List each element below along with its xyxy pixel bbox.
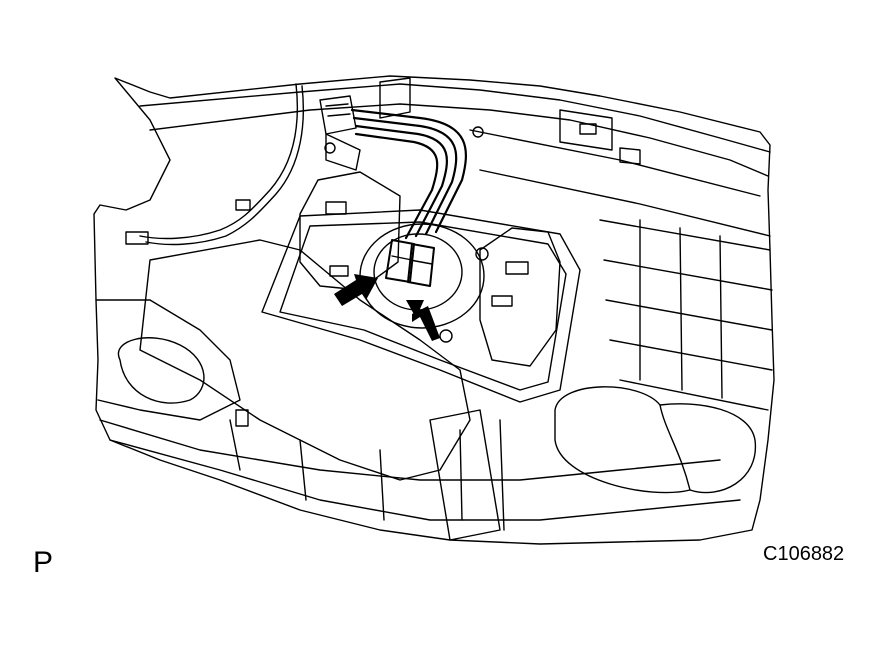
vent-rail — [469, 129, 761, 197]
dashboard-outline — [93, 75, 775, 545]
bracket-slot — [505, 261, 529, 275]
left-side-panel — [95, 299, 241, 421]
switch-connector — [407, 243, 435, 287]
harness-connector-top — [319, 95, 357, 135]
right-bracket — [479, 227, 561, 367]
bolt — [475, 247, 489, 261]
lower-ribs — [229, 419, 505, 531]
left-lower-bulge — [117, 337, 205, 404]
bolt — [472, 126, 484, 138]
upper-bracket — [379, 77, 411, 119]
right-vent-grid — [599, 219, 773, 411]
upper-dash-line — [139, 83, 771, 153]
console-body — [139, 239, 471, 481]
arrow-icon — [334, 274, 378, 306]
bracket-slot — [491, 295, 513, 307]
harness-bracket — [325, 133, 361, 171]
lower-trim — [99, 419, 721, 481]
lower-center-bracket — [429, 409, 501, 541]
wire-harness — [350, 108, 468, 240]
switch-plate — [261, 209, 581, 403]
lower-trim — [109, 439, 741, 521]
part-label: P — [33, 546, 54, 579]
top-clip — [619, 147, 641, 165]
bracket-slot — [329, 265, 349, 277]
right-lower-bulge — [554, 386, 756, 494]
reference-code: C106882 — [763, 543, 845, 565]
left-wiring — [125, 83, 305, 246]
right-lower-bulge — [659, 404, 691, 491]
clip-slot — [235, 409, 249, 427]
vent-rail — [479, 169, 771, 237]
left-bracket — [299, 171, 401, 291]
bolt — [439, 329, 453, 343]
upper-bracket — [559, 109, 613, 151]
bolt — [324, 142, 336, 154]
clip-slot — [579, 123, 597, 135]
arrow-icon — [406, 300, 440, 341]
upper-dash-line — [149, 103, 769, 177]
bracket-slot — [325, 201, 347, 215]
switch-plate-inner — [279, 221, 567, 391]
